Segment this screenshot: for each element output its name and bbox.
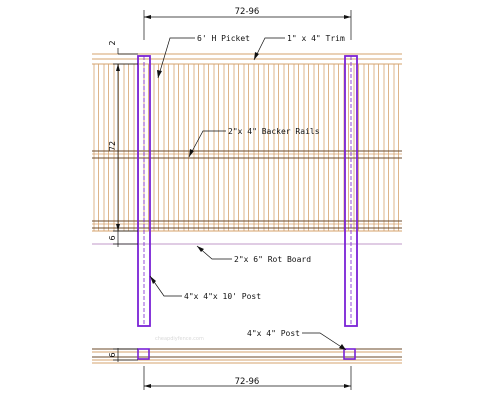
picket xyxy=(253,63,259,232)
picket xyxy=(363,63,369,232)
picket xyxy=(153,63,159,232)
plan-depth-text: 6 xyxy=(108,352,117,357)
picket xyxy=(163,63,169,232)
picket xyxy=(383,63,389,232)
picket-label: 6' H Picket xyxy=(197,34,250,43)
picket-callout: 6' H Picket xyxy=(157,34,250,79)
picket xyxy=(393,63,399,232)
backer-rails-label: 2"x 4" Backer Rails xyxy=(228,127,320,136)
trim-height-text: 2 xyxy=(108,40,117,45)
top-width-text: 72-96 xyxy=(235,7,260,17)
picket xyxy=(203,63,209,232)
post-plan-label: 4"x 4" Post xyxy=(247,329,300,338)
picket xyxy=(293,63,299,232)
right-post xyxy=(344,55,358,327)
picket xyxy=(273,63,279,232)
trim-callout: 1" x 4" Trim xyxy=(253,34,345,61)
bottom-width-text: 72-96 xyxy=(235,377,260,387)
picket-group xyxy=(93,63,399,232)
picket xyxy=(243,63,249,232)
rot-board-height-text: 6 xyxy=(108,235,117,240)
post-long-label: 4"x 4"x 10' Post xyxy=(184,292,261,301)
plan-right-post xyxy=(343,348,356,360)
rot-board-label: 2"x 6" Rot Board xyxy=(234,255,311,264)
picket xyxy=(323,63,329,232)
backer-rails-callout: 2"x 4" Backer Rails xyxy=(188,127,320,158)
plan-left-post xyxy=(137,348,150,360)
picket xyxy=(213,63,219,232)
picket xyxy=(313,63,319,232)
picket xyxy=(93,63,99,232)
top-width-dimension: 72-96 xyxy=(143,7,352,40)
picket xyxy=(303,63,309,232)
picket xyxy=(283,63,289,232)
picket xyxy=(183,63,189,232)
post-plan-callout: 4"x 4" Post xyxy=(247,329,347,351)
picket xyxy=(373,63,379,232)
trim-label: 1" x 4" Trim xyxy=(287,34,345,43)
plan-view xyxy=(92,348,402,364)
rot-board-callout: 2"x 6" Rot Board xyxy=(196,245,311,264)
picket xyxy=(223,63,229,232)
left-post xyxy=(137,55,151,327)
bottom-width-dimension: 72-96 xyxy=(143,366,352,390)
picket xyxy=(193,63,199,232)
picket-height-text: 72 xyxy=(108,141,117,151)
picket xyxy=(123,63,129,232)
picket xyxy=(143,63,149,232)
picket xyxy=(263,63,269,232)
picket xyxy=(173,63,179,232)
vertical-dimensions: 72 2 6 6 xyxy=(108,40,138,362)
post-long-callout: 4"x 4"x 10' Post xyxy=(149,275,261,301)
picket xyxy=(233,63,239,232)
picket xyxy=(333,63,339,232)
watermark: cheapdiyfence.com xyxy=(155,336,204,342)
